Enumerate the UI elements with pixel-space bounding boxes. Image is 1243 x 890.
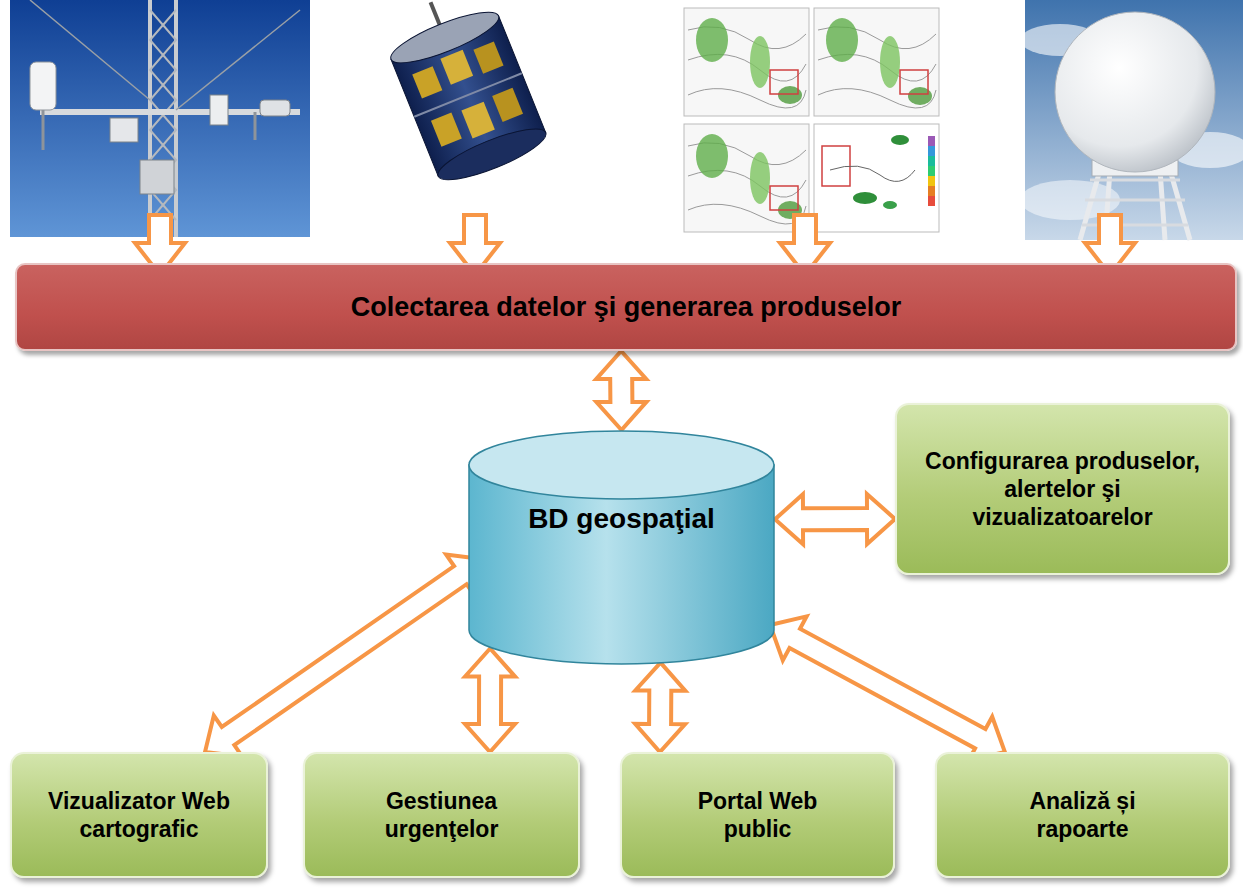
satellite-picture [377,0,551,189]
forecast-maps [680,0,945,245]
config-box: Configurarea produselor, alertelor şi vi… [895,403,1230,575]
node-label: Colectarea datelor şi generarea produsel… [351,291,902,324]
module-box: Vizualizator Web cartografic [10,752,268,878]
node-label: BD geospaţial [528,502,715,536]
node-label: Gestiunea urgenţelor [335,787,548,843]
module-box: Analiză și rapoarte [935,752,1230,878]
block-arrow [775,494,895,544]
block-arrow [465,649,515,753]
node-label: Configurarea produselor, alertelor şi vi… [917,447,1208,531]
radar-tower-photo [1020,0,1243,240]
node-label: Analiză și rapoarte [987,787,1178,843]
database-cylinder: BD geospaţial [468,430,775,665]
module-box: Portal Web public [620,752,895,878]
block-arrow [635,663,685,752]
block-arrow [205,555,483,757]
block-arrow [596,351,646,430]
weather-station-photo [10,0,310,237]
node-label: Vizualizator Web cartografic [42,787,236,843]
node-label: Portal Web public [662,787,853,843]
block-arrow [770,616,1005,760]
module-box: Gestiunea urgenţelor [303,752,580,878]
data-collection-band: Colectarea datelor şi generarea produsel… [15,263,1237,351]
cylinder-shape [468,430,775,665]
